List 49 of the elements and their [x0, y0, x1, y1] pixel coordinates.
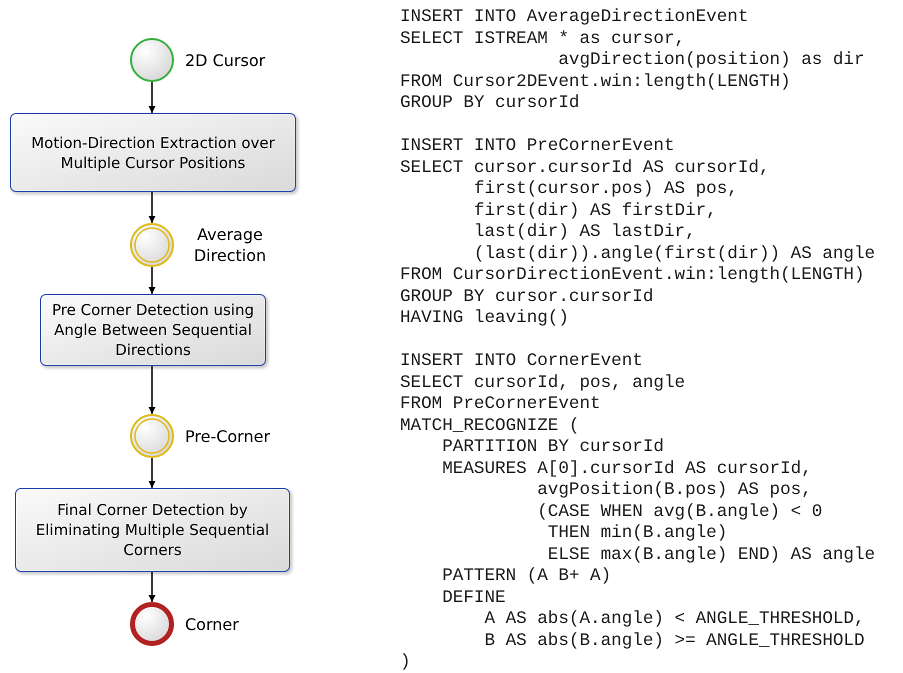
event-circle: [130, 414, 174, 458]
code-line: avgPosition(B.pos) AS pos,: [536, 480, 813, 502]
box-label: Final Corner Detection by Eliminating Multiple Sequential Corners: [34, 500, 270, 560]
arrow: [148, 267, 156, 294]
arrow: [148, 192, 156, 223]
code-line: (CASE WHEN avg(B.angle) < 0: [536, 502, 824, 523]
code-line: A AS abs(A.angle) < ANGLE_THRESHOLD,: [483, 609, 866, 630]
code-line: GROUP BY cursorId: [400, 93, 580, 114]
event-label: Pre-Corner: [185, 426, 270, 446]
arrow: [148, 82, 156, 113]
code-line: B AS abs(B.angle) >= ANGLE_THRESHOLD: [483, 630, 866, 652]
code-line: THEN min(B.angle): [546, 523, 728, 544]
code-line: first(cursor.pos) AS pos,: [472, 179, 739, 200]
event-label: Corner: [185, 614, 239, 634]
code-line: PARTITION BY cursorId: [441, 437, 665, 458]
code-line: FROM Cursor2DEvent.win:length(LENGTH): [400, 72, 792, 93]
arrow: [148, 366, 156, 414]
code-line: MATCH_RECOGNIZE (: [400, 416, 580, 437]
code-line: INSERT INTO PreCornerEvent: [400, 136, 676, 158]
code-line: INSERT INTO AverageDirectionEvent: [400, 7, 750, 28]
code-line: INSERT INTO CornerEvent: [400, 351, 644, 372]
event-circle: [130, 38, 174, 82]
code-line: avgDirection(position) as dir: [557, 50, 866, 72]
code-line: PATTERN (A B+ A): [441, 566, 612, 588]
arrow: [148, 572, 156, 602]
code-line: FROM PreCornerEvent: [400, 394, 602, 416]
code-line: SELECT cursorId, pos, angle: [400, 372, 686, 394]
code-line: DEFINE: [441, 588, 507, 609]
code-line: ): [400, 652, 412, 673]
code-line: first(dir) AS firstDir,: [472, 200, 718, 222]
code-line: GROUP BY cursor.cursorId: [400, 286, 654, 308]
code-line: ELSE max(B.angle) END) AS angle: [546, 544, 876, 566]
code-line: SELECT cursor.cursorId AS cursorId,: [400, 158, 771, 179]
code-line: FROM CursorDirectionEvent.win:length(LENGTH): [400, 265, 866, 286]
box-label: Motion-Direction Extraction over Multiple Cursor Positions: [30, 132, 276, 172]
process-box: [10, 113, 296, 192]
process-box: [15, 488, 290, 572]
code-line: SELECT ISTREAM * as cursor,: [400, 28, 686, 50]
event-circle: [130, 223, 174, 267]
code-line: (last(dir)).angle(first(dir)) AS angle: [472, 244, 876, 265]
code-line: HAVING leaving(): [400, 308, 570, 330]
event-circle: [130, 602, 174, 646]
code-line: MEASURES A[0].cursorId AS cursorId,: [441, 458, 813, 480]
process-box: [40, 294, 266, 366]
event-label: 2D Cursor: [185, 50, 266, 70]
event-label: Average Direction: [192, 224, 268, 266]
arrow: [148, 458, 156, 488]
box-label: Pre Corner Detection using Angle Between Sequential Directions: [51, 300, 255, 360]
code-line: last(dir) AS lastDir,: [472, 222, 697, 244]
